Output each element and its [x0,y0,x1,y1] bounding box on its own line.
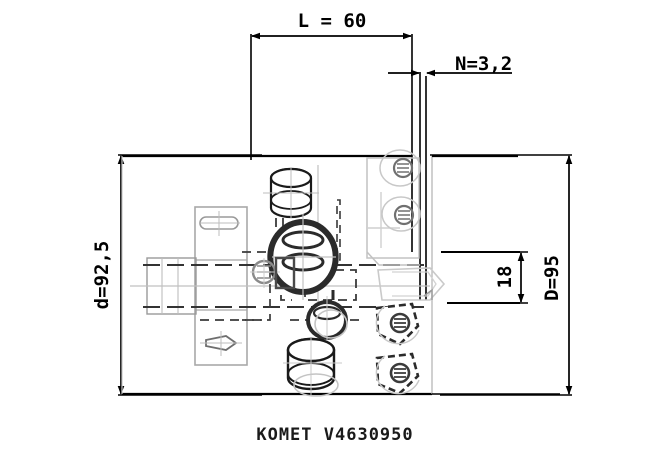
dimension-insert-count: N=3,2 [388,53,512,300]
insert-group-centre [263,167,348,397]
insert-seat-lower-2 [375,352,420,395]
screw-head-lr2 [389,362,411,384]
clamp-screw-centre-left [250,256,296,290]
hidden-edge-5 [336,199,341,261]
hidden-pocket-3 [242,251,271,321]
hidden-pocket-1 [280,265,292,301]
dimension-insert-count-label: N=3,2 [455,53,512,75]
flange-slot-lower [200,331,242,356]
screw-head-ur2 [393,204,415,226]
corner-mark-right [423,288,433,300]
dimension-length-label: L = 60 [298,10,367,32]
dimension-step-label: 18 [494,266,516,289]
insert-seat-lower-1 [375,302,420,346]
clamp-block [274,256,296,290]
flange-slot-upper [199,211,240,236]
chip-pocket-right [377,267,446,301]
insert-main-large [267,214,339,300]
insert-group-right [366,149,446,395]
insert-upper-cylinder [263,167,319,219]
dimension-bore-diameter-label: d=92,5 [91,241,113,310]
dimension-outer-diameter-label: D=95 [541,255,563,301]
screw-head-lr1 [389,312,411,334]
insert-lower-cylinder [283,337,342,397]
insert-small-round [306,296,348,344]
tool-body-outline [121,154,560,396]
screw-head-ur1 [392,157,414,179]
cartridge-pocket-upper [366,149,421,266]
drawing-caption: KOMET V4630950 [256,425,413,445]
